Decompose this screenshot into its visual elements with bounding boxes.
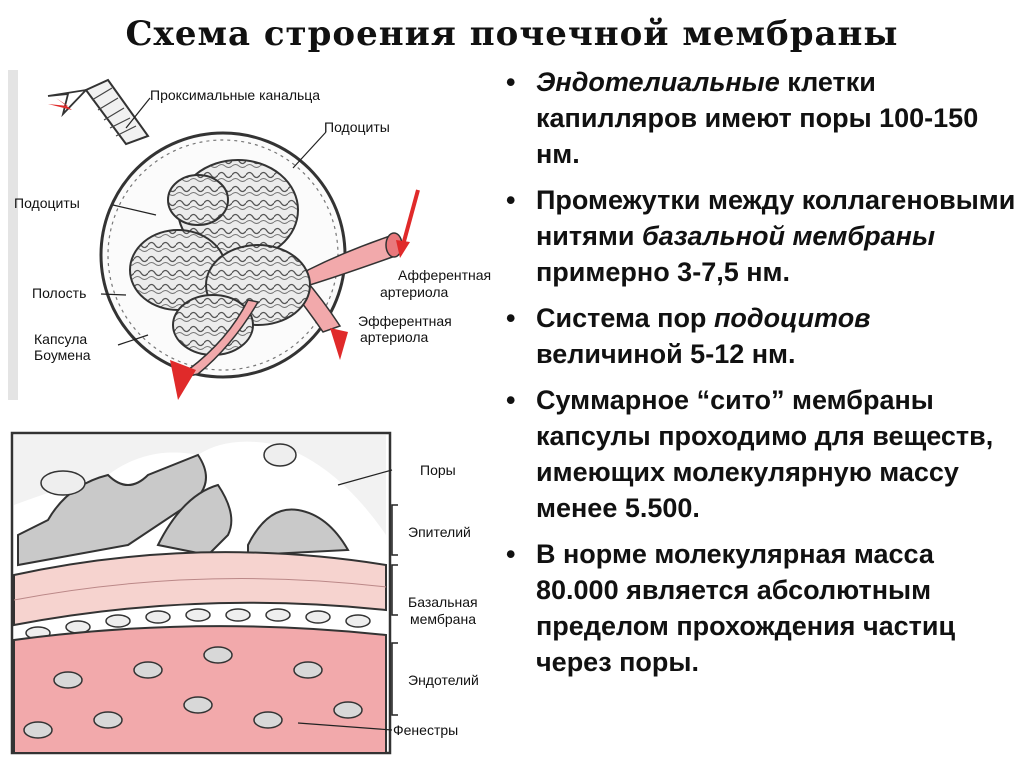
label-afferent-2: артериола [380,284,449,300]
label-capsule-2: Боумена [34,347,91,363]
label-cavity: Полость [32,285,86,301]
bullet-limit: В норме молекулярная масса 80.000 являет… [498,536,1018,680]
bullet-1-em: Эндотелиальные [536,67,780,97]
bullet-podocytes: Система пор подоцитов величиной 5-12 нм. [498,300,1018,372]
glomerulus-tuft [129,159,311,356]
label-podocytes-left: Подоциты [14,195,80,211]
proximal-tubule [47,78,150,146]
bullet-basal-membrane: Промежутки между коллагеновыми нитями ба… [498,182,1018,290]
bullet-2-post: примерно 3-7,5 нм. [536,257,791,287]
label-efferent-2: артериола [360,329,429,345]
bullet-4-text: Суммарное “сито” мембраны капсулы проход… [536,385,994,523]
page-title: Схема строения почечной мембраны [125,14,899,54]
bullet-5-text: В норме молекулярная масса 80.000 являет… [536,539,956,677]
label-epithelium: Эпителий [408,524,471,540]
label-efferent-1: Эфферентная [358,313,452,329]
endothelium [13,625,387,754]
basal-membrane [13,551,387,627]
slit-row [25,608,371,640]
label-basal-2: мембрана [410,611,476,627]
label-basal-1: Базальная [408,594,478,610]
bullet-3-pre: Система пор [536,303,714,333]
bullet-1-text: клетки капилляров имеют поры 100-150 нм. [536,67,979,169]
label-fenestrae: Фенестры [393,722,458,738]
glomerulus-diagram: Проксимальные канальца Подоциты Подоциты… [8,70,508,410]
label-afferent-1: Афферентная [398,267,491,283]
bullet-3-post: величиной 5-12 нм. [536,339,796,369]
fenestrae [23,646,363,739]
bullet-sieve: Суммарное “сито” мембраны капсулы проход… [498,382,1018,526]
bullet-2-em: базальной мембраны [641,221,936,251]
podocyte-feet [17,453,350,567]
bullet-2-pre: Промежутки между коллагеновыми нитями [536,185,1016,251]
bullet-3-em: подоцитов [713,303,871,333]
label-pores: Поры [420,462,456,478]
label-endothelium: Эндотелий [408,672,479,688]
label-capsule-1: Капсула [34,331,87,347]
membrane-diagram: Поры Эпителий Базальная мембрана Эндотел… [8,425,508,760]
bullet-endothelial: Эндотелиальные клетки капилляров имеют п… [498,64,1018,172]
facts-list: Эндотелиальные клетки капилляров имеют п… [498,64,1018,690]
label-proximal-tubule: Проксимальные канальца [150,87,320,103]
label-podocytes-right: Подоциты [324,119,390,135]
